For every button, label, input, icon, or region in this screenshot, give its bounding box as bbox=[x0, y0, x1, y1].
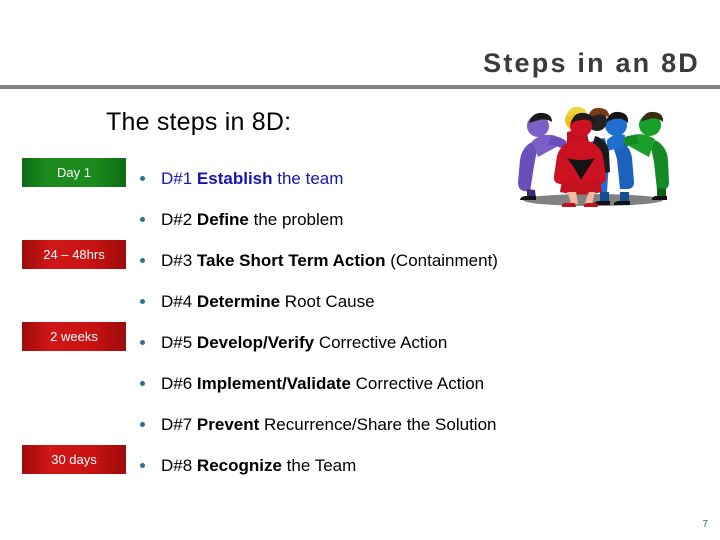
bullet-dot-icon bbox=[140, 463, 145, 468]
list-item: D#7 Prevent Recurrence/Share the Solutio… bbox=[140, 404, 700, 445]
page-title: Steps in an 8D bbox=[483, 48, 700, 78]
step-keyword: Determine bbox=[196, 292, 281, 311]
step-keyword: Recognize bbox=[196, 456, 282, 475]
bullet-dot-icon bbox=[140, 422, 145, 427]
list-item: D#3 Take Short Term Action (Containment) bbox=[140, 240, 700, 281]
step-rest: the team bbox=[272, 169, 344, 188]
timing-box-24-48hrs: 24 – 48hrs bbox=[22, 240, 126, 269]
list-item: D#8 Recognize the Team bbox=[140, 445, 700, 486]
step-text: D#7 Prevent Recurrence/Share the Solutio… bbox=[161, 404, 497, 445]
step-rest: Corrective Action bbox=[314, 333, 448, 352]
bullet-dot-icon bbox=[140, 176, 145, 181]
timing-box-30-days: 30 days bbox=[22, 445, 126, 474]
bullet-dot-icon bbox=[140, 217, 145, 222]
list-item: D#6 Implement/Validate Corrective Action bbox=[140, 363, 700, 404]
step-text: D#6 Implement/Validate Corrective Action bbox=[161, 363, 484, 404]
list-item: D#2 Define the problem bbox=[140, 199, 700, 240]
step-id: D#8 bbox=[161, 456, 197, 475]
step-rest: (Containment) bbox=[385, 251, 498, 270]
step-keyword: Implement/Validate bbox=[196, 374, 351, 393]
step-keyword: Prevent bbox=[196, 415, 260, 434]
timing-box-label: Day 1 bbox=[57, 165, 91, 180]
step-text: D#8 Recognize the Team bbox=[161, 445, 356, 486]
timing-box-day-1: Day 1 bbox=[22, 158, 126, 187]
timing-box-label: 2 weeks bbox=[50, 329, 98, 344]
timing-box-2-weeks: 2 weeks bbox=[22, 322, 126, 351]
step-keyword: Develop/Verify bbox=[196, 333, 315, 352]
bullet-dot-icon bbox=[140, 381, 145, 386]
step-text: D#2 Define the problem bbox=[161, 199, 343, 240]
step-id: D#1 bbox=[161, 169, 197, 188]
step-text: D#5 Develop/Verify Corrective Action bbox=[161, 322, 447, 363]
list-item: D#4 Determine Root Cause bbox=[140, 281, 700, 322]
team-huddle-clipart bbox=[505, 96, 680, 208]
bullet-dot-icon bbox=[140, 258, 145, 263]
step-text: D#1 Establish the team bbox=[161, 158, 343, 199]
step-keyword: Establish bbox=[196, 169, 273, 188]
step-text: D#3 Take Short Term Action (Containment) bbox=[161, 240, 498, 281]
step-keyword: Take Short Term Action bbox=[196, 251, 386, 270]
step-id: D#2 bbox=[161, 210, 197, 229]
step-id: D#7 bbox=[161, 415, 197, 434]
title-divider bbox=[0, 85, 720, 89]
step-rest: Root Cause bbox=[280, 292, 375, 311]
subtitle: The steps in 8D: bbox=[106, 108, 292, 136]
timing-box-label: 24 – 48hrs bbox=[43, 247, 105, 262]
bullet-dot-icon bbox=[140, 299, 145, 304]
step-rest: Recurrence/Share the Solution bbox=[259, 415, 497, 434]
bullet-dot-icon bbox=[140, 340, 145, 345]
step-rest: the problem bbox=[248, 210, 344, 229]
timing-box-label: 30 days bbox=[51, 452, 97, 467]
steps-list: D#1 Establish the team D#2 Define the pr… bbox=[140, 158, 700, 486]
step-id: D#3 bbox=[161, 251, 197, 270]
step-rest: the Team bbox=[281, 456, 357, 475]
step-keyword: Define bbox=[196, 210, 249, 229]
step-id: D#6 bbox=[161, 374, 197, 393]
list-item: D#5 Develop/Verify Corrective Action bbox=[140, 322, 700, 363]
step-rest: Corrective Action bbox=[350, 374, 485, 393]
step-id: D#4 bbox=[161, 292, 197, 311]
step-id: D#5 bbox=[161, 333, 197, 352]
list-item: D#1 Establish the team bbox=[140, 158, 700, 199]
step-text: D#4 Determine Root Cause bbox=[161, 281, 375, 322]
slide-number: 7 bbox=[702, 519, 708, 530]
